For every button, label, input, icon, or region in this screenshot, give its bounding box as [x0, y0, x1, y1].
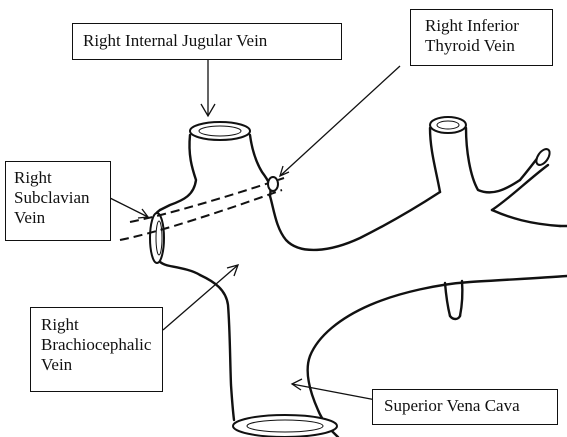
label-subclavian: Right Subclavian Vein [5, 161, 111, 241]
left-jugular-lumen [430, 117, 466, 133]
left-jugular-vein-left-wall [430, 128, 440, 192]
label-brachiocephalic-line-2: Brachiocephalic [41, 335, 162, 355]
label-inferior-thyroid-line-2: Thyroid Vein [425, 36, 552, 56]
label-subclavian-line-2: Subclavian [14, 188, 110, 208]
label-subclavian-line-1: Right [14, 168, 110, 188]
label-internal-jugular: Right Internal Jugular Vein [72, 23, 342, 60]
label-inferior-thyroid: Right Inferior Thyroid Vein [410, 9, 553, 66]
label-superior-vena-cava: Superior Vena Cava [372, 389, 558, 425]
small-descending-branch-tip [450, 316, 460, 319]
brachiocephalic-upper-edge [270, 192, 440, 250]
internal-jugular-vein [160, 135, 196, 210]
arrow-subclavian [110, 198, 148, 218]
label-brachiocephalic-line-1: Right [41, 315, 162, 335]
arrow-internal-jugular [201, 60, 215, 116]
left-brachiocephalic-lower-edge [492, 210, 560, 226]
label-brachiocephalic: Right Brachiocephalic Vein [30, 307, 163, 392]
label-inferior-thyroid-line-1: Right Inferior [425, 16, 552, 36]
label-internal-jugular-text: Right Internal Jugular Vein [83, 31, 341, 51]
arrow-inferior-thyroid [280, 66, 400, 176]
label-superior-vena-cava-text: Superior Vena Cava [384, 396, 557, 416]
left-jugular-vein-right-wall [466, 128, 520, 192]
inferior-thyroid-opening [268, 177, 278, 191]
svc-lumen [233, 415, 337, 437]
brachiocephalic-vein [200, 275, 234, 420]
label-brachiocephalic-line-3: Vein [41, 355, 162, 375]
left-small-branch-lumen [534, 147, 553, 167]
label-subclavian-line-3: Vein [14, 208, 110, 228]
